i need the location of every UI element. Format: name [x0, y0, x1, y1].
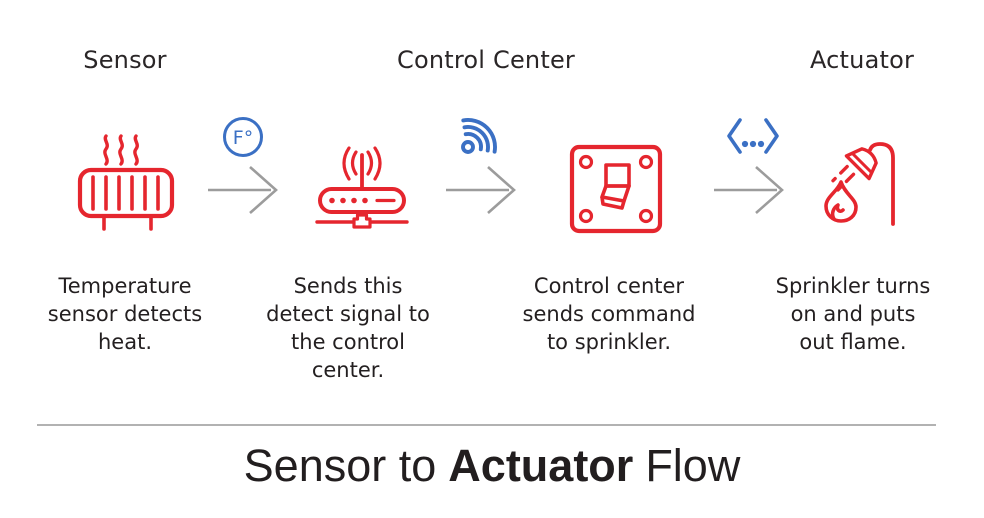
- caption-line: center.: [311, 358, 385, 382]
- step-caption-send-command: Control center sends command to sprinkle…: [496, 272, 722, 356]
- header-control-center-label: Control Center: [397, 46, 575, 74]
- title-prefix: Sensor to: [243, 440, 437, 491]
- divider: [37, 424, 936, 426]
- step-caption-send-signal: Sends this detect signal to the control …: [258, 272, 438, 384]
- caption-line: Sprinkler turns: [775, 274, 931, 298]
- caption-line: Sends this: [293, 274, 403, 298]
- caption-line: Control center: [533, 274, 685, 298]
- step-caption-sensor: Temperature sensor detects heat.: [35, 272, 215, 356]
- wall-switch-icon: [568, 143, 664, 235]
- caption-line: detect signal to: [266, 302, 430, 326]
- sprinkler-flame-icon: [820, 126, 908, 234]
- flow-arrow-icon: [712, 159, 786, 221]
- caption-line: out flame.: [799, 330, 907, 354]
- title-suffix: Flow: [645, 440, 741, 491]
- wireless-signal-icon: [450, 106, 506, 158]
- caption-line: to sprinkler.: [546, 330, 672, 354]
- code-message-icon: [724, 116, 782, 156]
- fahrenheit-badge-icon: F°: [222, 116, 264, 158]
- radiator-heat-icon: [74, 128, 178, 236]
- diagram-title: Sensor to Actuator Flow: [0, 440, 984, 492]
- caption-line: sends command: [522, 302, 696, 326]
- caption-line: heat.: [97, 330, 152, 354]
- fahrenheit-badge-label: F°: [233, 127, 253, 149]
- title-bold: Actuator: [448, 440, 634, 491]
- caption-line: Temperature: [58, 274, 192, 298]
- caption-line: the control: [291, 330, 405, 354]
- header-sensor-label: Sensor: [83, 46, 167, 74]
- caption-line: on and puts: [790, 302, 916, 326]
- flow-arrow-icon: [206, 159, 280, 221]
- caption-line: sensor detects: [47, 302, 203, 326]
- step-caption-sprinkler: Sprinkler turns on and puts out flame.: [763, 272, 943, 356]
- header-actuator-label: Actuator: [809, 46, 915, 74]
- flow-arrow-icon: [444, 159, 518, 221]
- wifi-router-icon: [315, 146, 409, 230]
